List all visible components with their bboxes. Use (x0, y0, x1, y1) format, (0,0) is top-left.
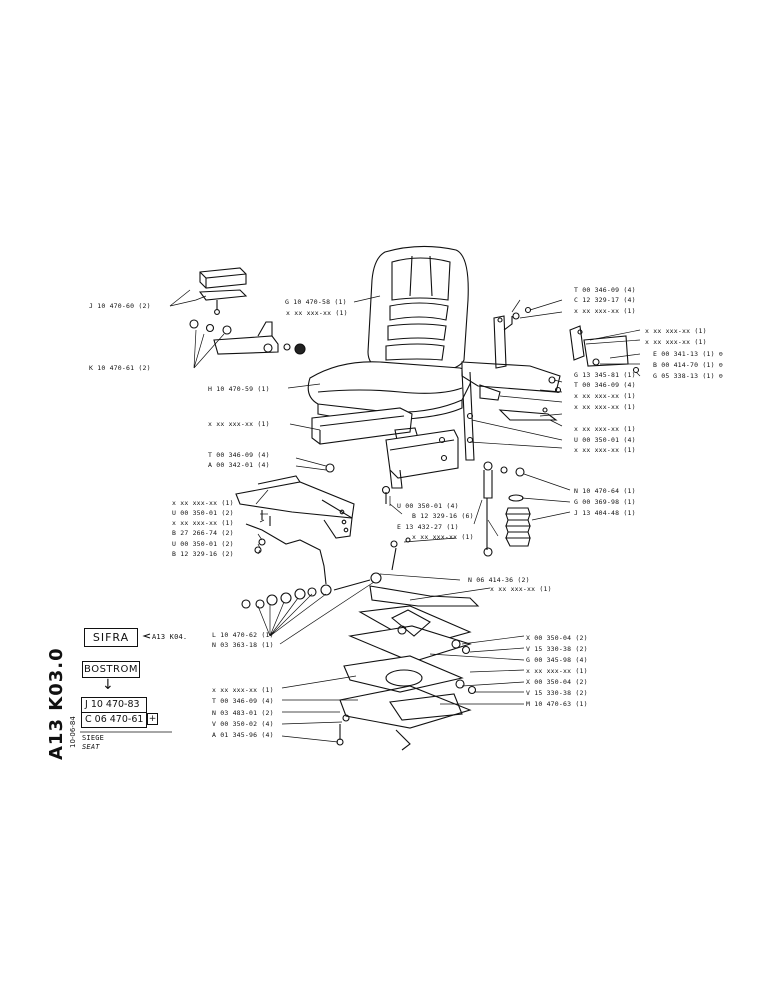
sifra-brand: SIFRA (92, 631, 130, 644)
label-x-left-2: x xx xxx-xx (1) (172, 519, 234, 527)
bostrom-code-2: C 06 470-61 (81, 712, 147, 728)
label-t-washer-1: T 00 346-09 (4) (208, 451, 270, 459)
label-c-right: C 12 329-17 (4) (574, 296, 636, 304)
label-t-right-1: T 00 346-09 (4) (574, 286, 636, 294)
bostrom-code-1-text: J 10 470-83 (85, 699, 140, 710)
label-v-base-2: V 15 330-38 (2) (526, 689, 588, 697)
caption-en: SEAT (82, 743, 100, 751)
label-v-base-1: V 15 330-38 (2) (526, 645, 588, 653)
small-fasteners (254, 463, 411, 554)
label-u-center: U 00 350-01 (4) (397, 502, 459, 510)
label-x-center: x xx xxx-xx (1) (412, 533, 474, 541)
label-e-right: E 00 341-13 (1) ⊖ (653, 350, 723, 358)
sifra-arrow (142, 633, 151, 639)
armrest-bracket (189, 319, 306, 355)
label-n-center: N 06 414-36 (2) (468, 576, 530, 584)
label-x-base-1: X 00 350-04 (2) (526, 634, 588, 642)
label-x-rail: x xx xxx-xx (1) (208, 420, 270, 428)
label-x-left-1: x xx xxx-xx (1) (172, 499, 234, 507)
label-e-center: E 13 432-27 (1) (397, 523, 459, 531)
label-x-right-7: x xx xxx-xx (1) (574, 446, 636, 454)
label-b-left-2: B 12 329-16 (2) (172, 550, 234, 558)
label-v-low: V 00 350-02 (4) (212, 720, 274, 728)
label-x-right-3: x xx xxx-xx (1) (645, 338, 707, 346)
label-a-low: A 01 345-96 (4) (212, 731, 274, 739)
bostrom-box: BOSTROM (82, 661, 140, 678)
leader-lines (169, 289, 641, 743)
lower-frame (235, 475, 355, 585)
page-date: 10-06-84 (69, 716, 77, 748)
label-x-base-3: X 00 350-04 (2) (526, 678, 588, 686)
label-n-right: N 10 470-64 (1) (574, 487, 636, 495)
bostrom-brand: BOSTROM (84, 664, 138, 675)
adjustment-bolt-set (241, 540, 398, 609)
sifra-reference: A13 K04. (152, 633, 188, 641)
label-g-backrest: G 10 470-58 (1) (285, 298, 347, 306)
label-m-base: M 10 470-63 (1) (526, 700, 588, 708)
upper-brackets (493, 306, 640, 374)
label-t-right-2: T 00 346-09 (4) (574, 381, 636, 389)
label-b-left-1: B 27 266-74 (2) (172, 529, 234, 537)
label-t-low: T 00 346-09 (4) (212, 697, 274, 705)
backrest (367, 245, 469, 375)
label-g-right: G 05 338-13 (1) ⊖ (653, 372, 723, 380)
label-u-left-1: U 00 350-01 (2) (172, 509, 234, 517)
label-j-right: J 13 404-48 (1) (574, 509, 636, 517)
label-x-right-6: x xx xxx-xx (1) (574, 425, 636, 433)
label-x-right-1: x xx xxx-xx (1) (574, 307, 636, 315)
bostrom-code-2-text: C 06 470-61 (85, 714, 144, 725)
bostrom-mark-text: + (148, 714, 157, 724)
label-g-right-2: G 13 345-81 (1) (574, 371, 636, 379)
label-n-low: N 03 483-01 (2) (212, 709, 274, 717)
bostrom-mark: + (147, 713, 158, 725)
scissor-base (336, 585, 480, 751)
side-plate (385, 429, 459, 489)
label-g-base: G 00 345-98 (4) (526, 656, 588, 664)
caption-fr: SIEGE (82, 734, 105, 742)
label-b-right: B 00 414-70 (1) ⊖ (653, 361, 723, 369)
label-b-center: B 12 329-16 (6) (412, 512, 474, 520)
armrest-pad (198, 267, 248, 315)
label-x-right-4: x xx xxx-xx (1) (574, 392, 636, 400)
label-x-low: x xx xxx-xx (1) (212, 686, 274, 694)
bostrom-arrow: ↓ (102, 677, 114, 693)
bellows (505, 507, 531, 547)
seat-cushion (307, 361, 472, 421)
label-x-back: x xx xxx-xx (1) (286, 309, 348, 317)
label-g-right-3: G 00 369-98 (1) (574, 498, 636, 506)
label-x-base-2: x xx xxx-xx (1) (526, 667, 588, 675)
label-a-nut-1: A 00 342-01 (4) (208, 461, 270, 469)
bostrom-code-1: J 10 470-83 (81, 697, 147, 713)
page-code: A13 K03.0 (46, 647, 67, 760)
label-n-bolt: N 03 363-18 (1) (212, 641, 274, 649)
label-x-n: x xx xxx-xx (1) (490, 585, 552, 593)
label-x-right-2: x xx xxx-xx (1) (645, 327, 707, 335)
shock-absorber (483, 461, 525, 557)
label-u-right: U 00 350-01 (4) (574, 436, 636, 444)
label-x-right-5: x xx xxx-xx (1) (574, 403, 636, 411)
label-k-arm-bracket: K 10 470-61 (2) (89, 364, 151, 372)
sifra-box: SIFRA (84, 628, 138, 647)
label-h-cushion: H 10 470-59 (1) (208, 385, 270, 393)
label-j-armrest: J 10 470-60 (2) (89, 302, 151, 310)
label-u-left-2: U 00 350-01 (2) (172, 540, 234, 548)
rear-bracket (461, 361, 562, 461)
label-l-bolt: L 10 470-62 (1) (212, 631, 274, 639)
